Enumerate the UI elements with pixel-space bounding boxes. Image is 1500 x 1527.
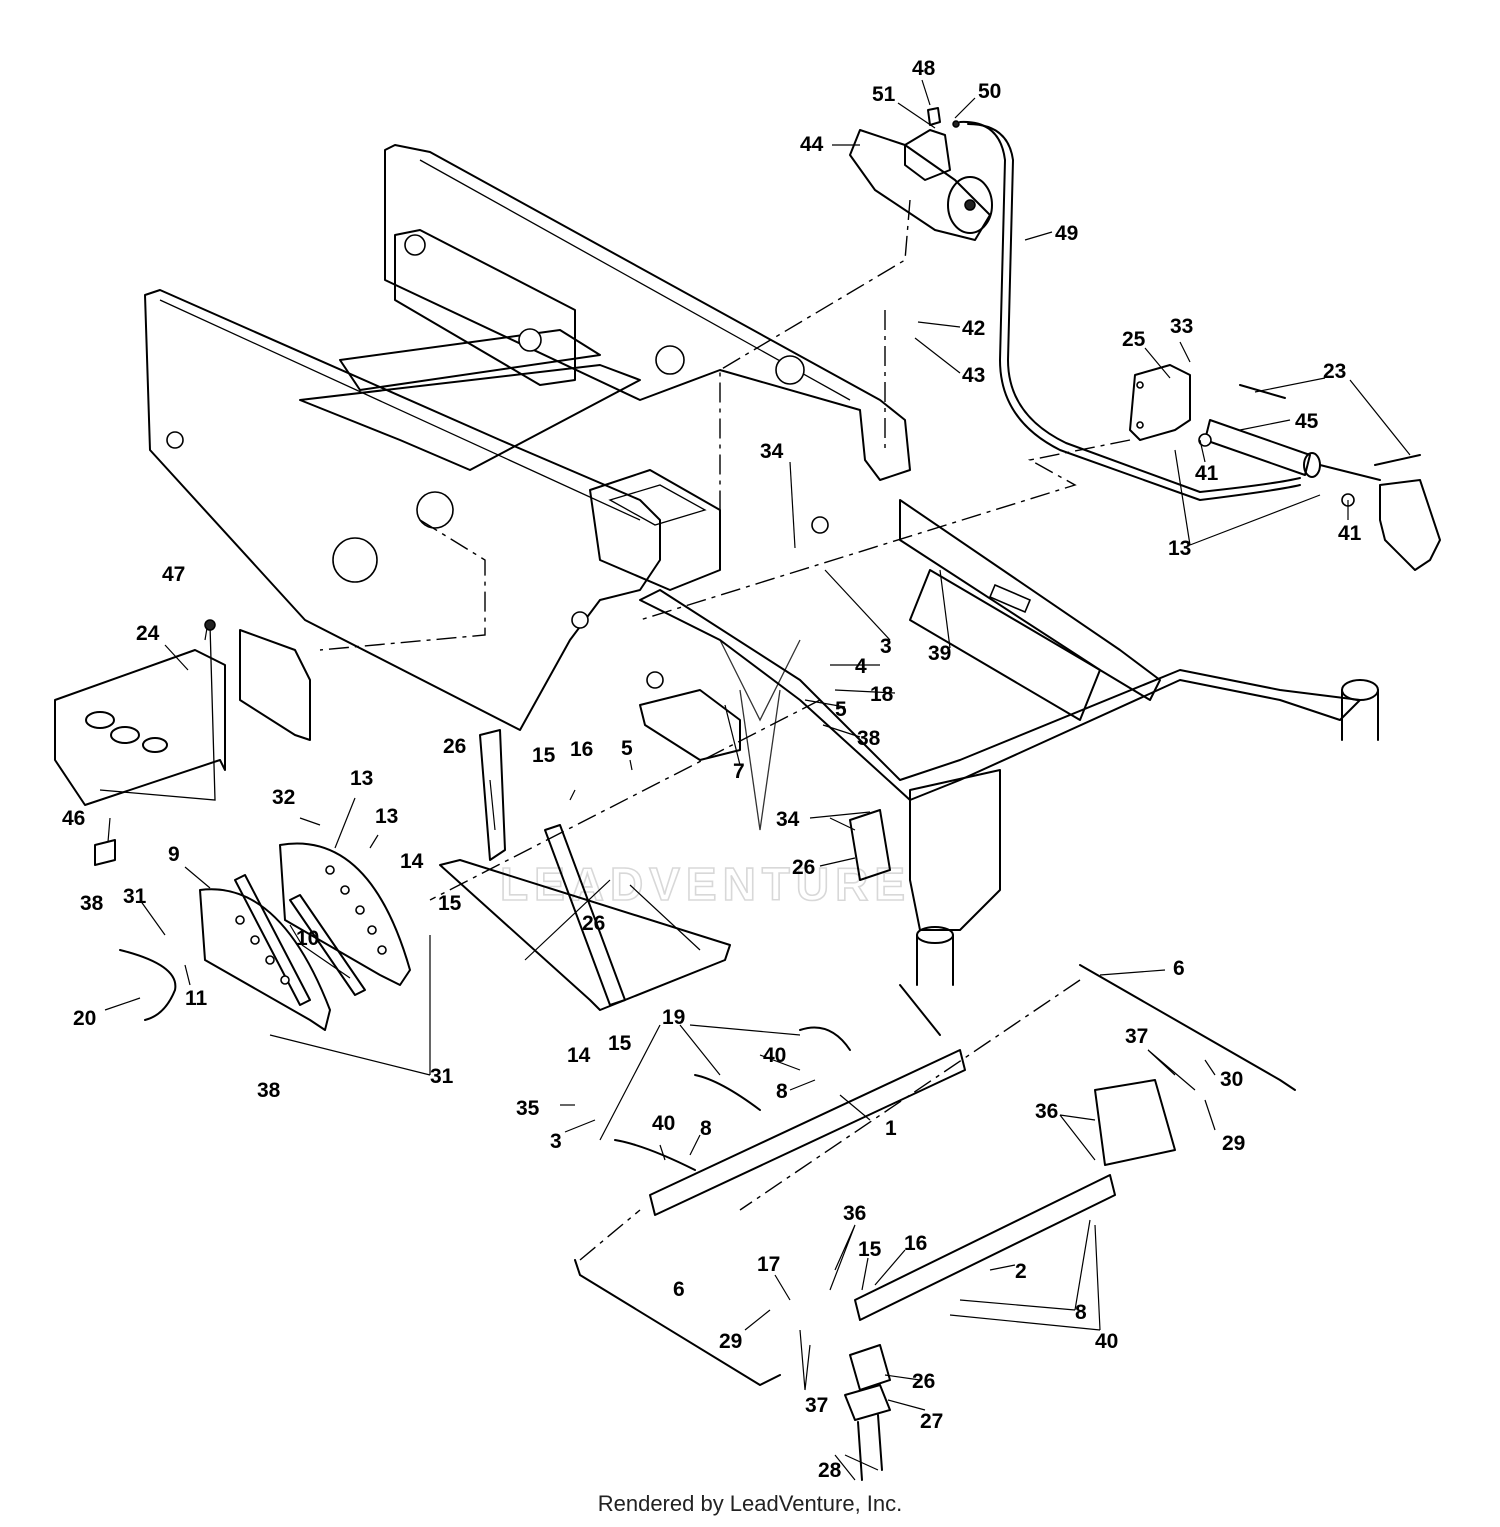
callout-19: 19 [662,1006,685,1029]
callout-4: 4 [855,655,867,678]
linkage-arms [439,729,731,1011]
callout-43: 43 [962,364,985,387]
callout-11: 13 [350,767,373,790]
callout-9: 9 [168,843,180,866]
callout-8: 8 [776,1080,788,1103]
callout-16: 16 [570,738,593,761]
callout-50: 50 [978,80,1001,103]
callout-29: 29 [1222,1132,1245,1155]
callout-41: 41 [1195,462,1219,485]
callout-12: 11 [185,987,208,1010]
callout-17: 17 [757,1253,780,1276]
control-panel [54,619,311,866]
callout-40c: 40 [1095,1330,1118,1353]
callout-24: 26 [582,912,605,935]
callout-49: 49 [1055,222,1078,245]
callout-37: 37 [1125,1025,1148,1048]
assembly-lines [319,199,1131,1261]
callout-13: 13 [1168,537,1191,560]
callout-42: 42 [962,317,985,340]
callout-15: 15 [532,744,556,767]
callout-26: 26 [792,856,815,879]
callout-45: 45 [1295,410,1319,433]
callout-15c: 15 [608,1032,632,1055]
callout-44: 44 [800,133,824,156]
callout-26b: 26 [912,1370,935,1393]
callout-8c: 8 [1075,1301,1087,1324]
callout-6: 6 [1173,957,1185,980]
callout-33: 33 [1170,315,1193,338]
callout-1: 1 [885,1117,897,1140]
callout-31b: 31 [430,1065,454,1088]
callout-34: 34 [760,440,784,463]
callout-40b: 40 [652,1112,675,1135]
callout-14b: 14 [567,1044,591,1067]
springs [614,1026,851,1171]
lift-cylinder [1129,364,1441,571]
callout-15b: 15 [438,892,462,915]
callout-30: 30 [1220,1068,1243,1091]
callout-47: 47 [162,563,185,586]
callout-15d: 15 [858,1238,882,1261]
callout-28: 28 [818,1459,842,1482]
callout-38c: 38 [257,1079,281,1102]
callout-6b: 6 [673,1278,685,1301]
callout-labels: 48 51 50 44 49 42 43 25 33 23 45 41 41 1… [62,57,1362,1482]
leader-lines [104,79,1411,1481]
callout-29b: 29 [719,1330,742,1353]
callout-51: 51 [872,83,896,106]
callout-5b: 5 [621,737,633,760]
callout-34b: 34 [776,808,800,831]
render-credit: Rendered by LeadVenture, Inc. [597,1491,903,1516]
lift-shafts [574,964,1296,1386]
callout-36: 36 [1035,1100,1058,1123]
callout-16b: 16 [904,1232,927,1255]
callout-2: 2 [1015,1260,1027,1283]
callout-46: 46 [62,807,85,830]
watermark-text: LEADVENTURE [500,858,911,910]
callout-10: 10 [296,927,319,950]
callout-39: 39 [928,642,951,665]
callout-20: 20 [73,1007,96,1030]
callout-48: 48 [912,57,936,80]
electric-actuator [849,107,1301,501]
callout-3b: 3 [550,1130,562,1153]
callout-35: 35 [516,1097,540,1120]
callout-5: 5 [835,698,847,721]
callout-40: 40 [763,1044,786,1067]
callout-32: 32 [272,786,295,809]
callout-18: 18 [870,683,894,706]
callout-7: 7 [733,760,745,783]
callout-21: 23 [1323,360,1346,383]
callout-23: 25 [1122,328,1146,351]
callout-37b: 37 [805,1394,828,1417]
callout-25: 26 [443,735,466,758]
callout-38: 38 [857,727,881,750]
callout-31: 31 [123,885,147,908]
height-adjust-plates [119,842,411,1031]
callout-14: 14 [400,850,424,873]
callout-27: 27 [920,1410,943,1433]
callout-36b: 36 [843,1202,866,1225]
mount-blocks [844,809,891,1481]
callout-3: 3 [880,635,892,658]
callout-41b: 41 [1338,522,1362,545]
callout-13b: 13 [375,805,398,828]
callout-38b: 38 [80,892,104,915]
callout-22: 24 [136,622,160,645]
chassis-frame [144,144,1379,986]
watermark: LEADVENTURE [499,639,911,911]
callout-8b: 8 [700,1117,712,1140]
